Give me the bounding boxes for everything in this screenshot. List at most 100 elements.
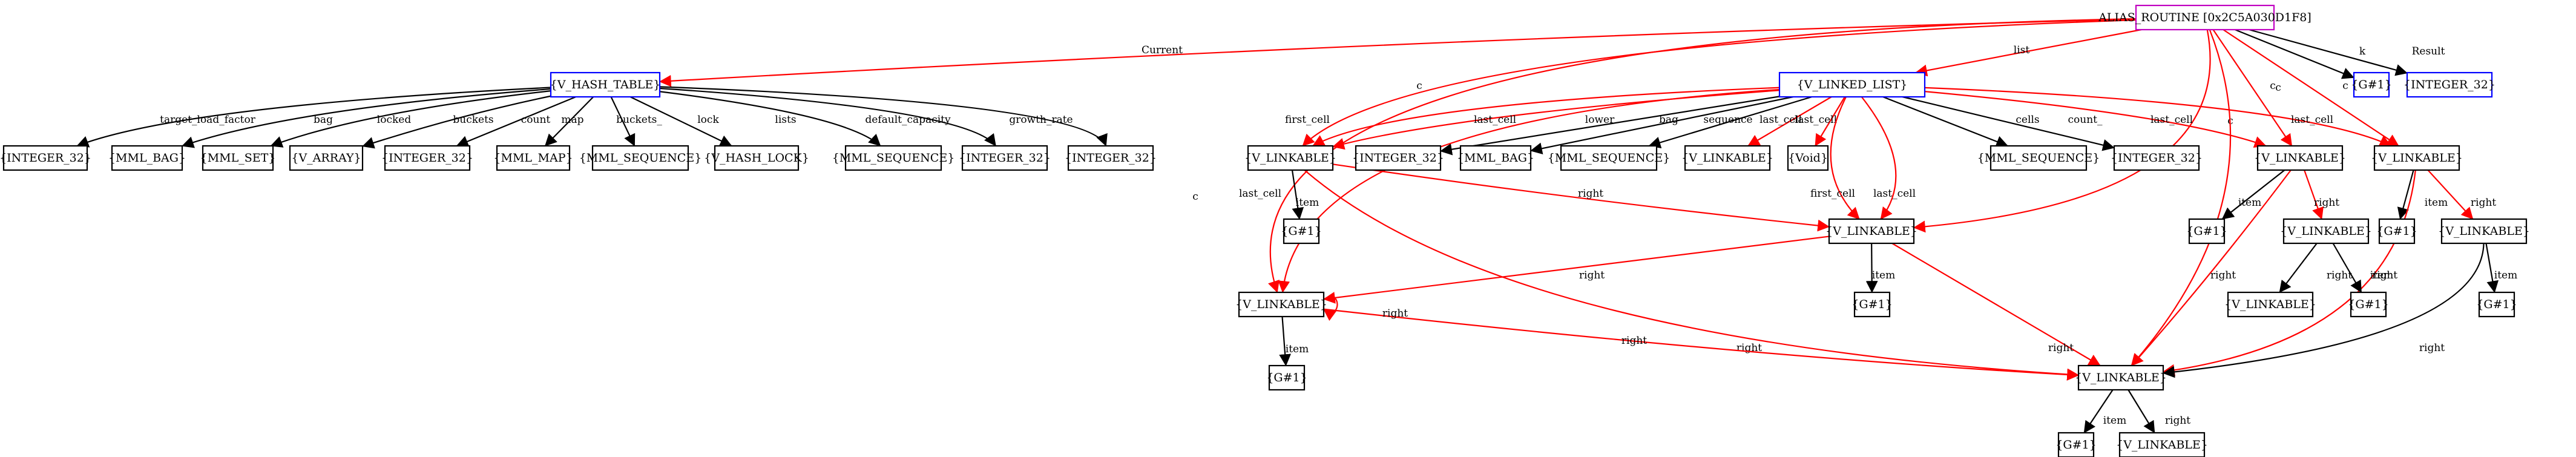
edge-e3 <box>1302 19 2137 146</box>
node-g_r2b[interactable]: {G#1} <box>2476 291 2517 318</box>
node-g_r1b[interactable]: {G#1} <box>2348 291 2389 318</box>
node-label: {INTEGER_32} <box>1352 151 1444 165</box>
node-Lbot[interactable]: {V_LINKABLE} <box>2075 364 2167 391</box>
node-box <box>1268 364 1306 391</box>
node-ht_seq[interactable]: {MML_SEQUENCE} <box>579 145 702 171</box>
node-ht_arr[interactable]: {V_ARRAY} <box>289 145 364 171</box>
node-Lr2[interactable]: {V_LINKABLE} <box>2371 145 2463 171</box>
node-ll_vl[interactable]: {V_LINKABLE} <box>1681 145 1773 171</box>
node-label: {V_ARRAY} <box>291 151 361 165</box>
edge-label-l12: last_cell <box>2150 114 2193 126</box>
node-label: {MML_BAG} <box>1457 151 1534 165</box>
edge-label-b2: right <box>2314 197 2339 209</box>
edge-l3 <box>1440 96 1780 156</box>
node-g_k[interactable]: {G#1} <box>2351 71 2392 98</box>
edge-h8 <box>629 96 732 146</box>
node-g_r1[interactable]: {G#1} <box>2186 218 2227 245</box>
edge-label-l6: last_cell <box>1760 114 1802 126</box>
node-ht_lists[interactable]: {MML_SEQUENCE} <box>832 145 955 171</box>
node-ht_dc[interactable]: {INTEGER_32} <box>959 145 1051 171</box>
node-box <box>2256 145 2344 171</box>
edge-label-a1: item <box>1296 197 1319 209</box>
node-ll_count[interactable]: {INTEGER_32} <box>2111 145 2203 171</box>
node-label: {G#1} <box>1266 371 1307 384</box>
edge-label-g2e: right <box>1382 307 1408 320</box>
edge-h4 <box>362 95 551 149</box>
edge-label-h7: buckets_ <box>616 114 662 126</box>
node-ll_cells[interactable]: {MML_SEQUENCE} <box>1977 145 2100 171</box>
node-Lr1c[interactable]: {V_LINKABLE} <box>2224 291 2316 318</box>
edge-label-h9: lists <box>775 114 796 126</box>
edge-label-h11: growth_rate <box>1009 114 1073 126</box>
node-label: {V_LINKABLE} <box>2254 151 2346 165</box>
node-Lr2b[interactable]: {V_LINKABLE} <box>2438 218 2530 245</box>
node-box <box>2 145 88 171</box>
edge-l9 <box>1861 96 1897 220</box>
node-ll_seq[interactable]: {MML_SEQUENCE} <box>1548 145 1671 171</box>
edge-f2 <box>2332 243 2362 293</box>
node-ll_void[interactable]: {Void} <box>1787 145 1829 171</box>
node-label: {V_LINKABLE} <box>1235 298 1327 311</box>
edge-l10 <box>1882 96 2009 148</box>
node-Lbot_r[interactable]: {V_LINKABLE} <box>2116 432 2208 457</box>
node-box <box>1853 291 1891 318</box>
node-ll_bag[interactable]: {MML_BAG} <box>1457 145 1534 171</box>
node-label: {V_LINKABLE} <box>1825 225 1917 238</box>
edge-e4 <box>1915 28 2142 77</box>
node-g_bot[interactable]: {G#1} <box>2055 432 2097 457</box>
node-box <box>1247 145 1334 171</box>
node-g1[interactable]: {G#1} <box>1281 218 1322 245</box>
edge-label-l3: lower <box>1585 114 1615 126</box>
node-label: {Void} <box>1788 151 1828 165</box>
edge-label-b3: right <box>2210 269 2236 281</box>
node-ll_int[interactable]: {INTEGER_32} <box>1352 145 1444 171</box>
node-box <box>111 145 183 171</box>
edge-h6 <box>544 96 594 146</box>
node-int_res[interactable]: {INTEGER_32} <box>2404 71 2496 98</box>
node-label: {G#1} <box>2186 225 2227 238</box>
edge-label-h3: locked <box>377 114 412 126</box>
edge-g1e <box>1279 316 1291 366</box>
edge-b1 <box>2221 169 2285 220</box>
node-label: {MML_BAG} <box>108 151 186 165</box>
edge-label-e4: list <box>2014 44 2030 56</box>
node-label: {V_HASH_TABLE} <box>550 78 661 91</box>
node-box <box>1787 145 1829 171</box>
node-ht_bag[interactable]: {MML_BAG} <box>108 145 186 171</box>
node-ht_cnt[interactable]: {INTEGER_32} <box>381 145 473 171</box>
node-ht_lock[interactable]: {V_HASH_LOCK} <box>704 145 809 171</box>
edge-label-e1: Current <box>1142 44 1183 56</box>
edge-label-m2: right <box>1579 269 1605 281</box>
node-box <box>2478 291 2515 318</box>
node-ht_map[interactable]: {MML_MAP} <box>493 145 573 171</box>
node-box <box>2188 218 2226 245</box>
edge-label-e7: c <box>2270 80 2276 92</box>
node-L1[interactable]: {V_LINKABLE} <box>1244 145 1336 171</box>
node-g_mid[interactable]: {G#1} <box>1852 291 1893 318</box>
node-g_left[interactable]: {G#1} <box>1266 364 1307 391</box>
node-box <box>2350 291 2387 318</box>
node-Lmid[interactable]: {V_LINKABLE} <box>1825 218 1917 245</box>
node-ht_gr[interactable]: {INTEGER_32} <box>1065 145 1157 171</box>
edge-label-c2: right <box>2471 197 2496 209</box>
edge-e7 <box>2212 29 2293 146</box>
node-label: {V_LINKABLE} <box>2224 298 2316 311</box>
node-ht_tlf[interactable]: {INTEGER_32} <box>0 145 91 171</box>
node-box <box>1355 145 1442 171</box>
node-g_r2[interactable]: {G#1} <box>2376 218 2417 245</box>
edge-label-c3: right <box>2372 269 2397 281</box>
node-ll[interactable]: {V_LINKED_LIST} <box>1778 71 1926 98</box>
node-ht[interactable]: {V_HASH_TABLE} <box>550 71 661 98</box>
edge-l5 <box>1648 96 1812 149</box>
node-ht_set[interactable]: {MML_SET} <box>200 145 276 171</box>
edge-d1 <box>2485 243 2499 293</box>
node-root[interactable]: ALIAS_ROUTINE [0x2C5A030D1F8] <box>2098 4 2312 31</box>
node-Lr1b[interactable]: {V_LINKABLE} <box>2280 218 2372 245</box>
edge-b2 <box>2304 169 2324 220</box>
node-Lleft[interactable]: {V_LINKABLE} <box>1235 291 1327 318</box>
node-Lr1[interactable]: {V_LINKABLE} <box>2254 145 2346 171</box>
node-box <box>2113 145 2200 171</box>
node-box <box>1283 218 1320 245</box>
edge-e2 <box>1268 18 2137 293</box>
